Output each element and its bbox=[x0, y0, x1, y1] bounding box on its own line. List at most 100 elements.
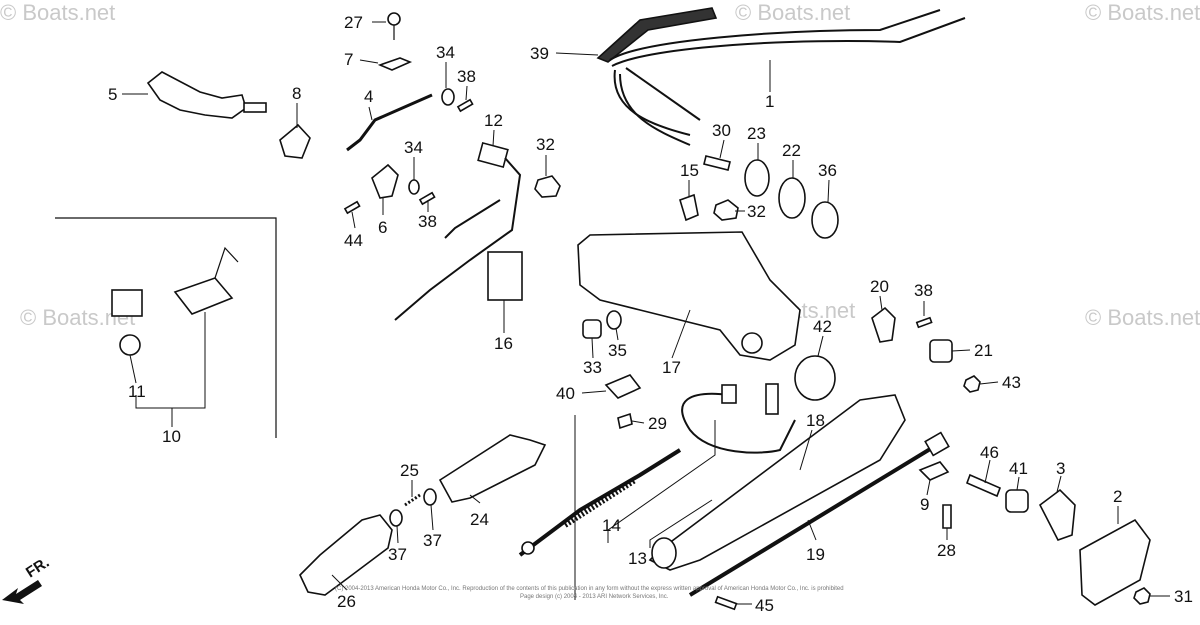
callout-23: 23 bbox=[747, 124, 766, 143]
callout-34: 34 bbox=[404, 138, 423, 157]
part-38-pin bbox=[915, 316, 933, 329]
part-3-lever-arm bbox=[1038, 488, 1076, 541]
part-29-screw bbox=[617, 412, 633, 430]
part-32-nut bbox=[534, 175, 561, 198]
callout-11: 11 bbox=[128, 382, 146, 401]
callout-2: 2 bbox=[1113, 487, 1122, 506]
part-23-gear bbox=[744, 159, 770, 197]
part-17-tiller-housing bbox=[577, 231, 801, 361]
part-6-arm bbox=[371, 163, 399, 199]
callout-13: 13 bbox=[628, 549, 647, 568]
watermark: © Boats.net bbox=[1085, 305, 1200, 330]
callout-29: 29 bbox=[648, 414, 667, 433]
part-34-washer bbox=[441, 88, 455, 106]
callout-31: 31 bbox=[1174, 587, 1193, 606]
callout-32: 32 bbox=[536, 135, 555, 154]
callout-9: 9 bbox=[920, 495, 929, 514]
part-14-spring bbox=[563, 477, 637, 528]
callout-36: 36 bbox=[818, 161, 837, 180]
callout-38: 38 bbox=[457, 67, 476, 86]
callout-39: 39 bbox=[530, 44, 549, 63]
part-39-cable-wrap bbox=[596, 7, 718, 63]
copyright-line-2: Page design (c) 2004 - 2013 ARI Network … bbox=[520, 594, 669, 600]
part-20-bracket bbox=[871, 306, 896, 343]
inset-frame bbox=[55, 217, 277, 438]
callout-25: 25 bbox=[400, 461, 419, 480]
part-9-plate bbox=[918, 461, 950, 481]
part-22-seal bbox=[778, 177, 806, 219]
part-37-washer bbox=[389, 509, 403, 527]
part-43-nut bbox=[963, 375, 981, 393]
forward-arrow-icon bbox=[2, 580, 42, 604]
part-32-nut bbox=[713, 199, 739, 221]
part-19-end bbox=[924, 431, 950, 457]
callout-8: 8 bbox=[292, 84, 301, 103]
part-14-throttle-cable bbox=[518, 448, 682, 557]
part-28-bolt bbox=[942, 504, 952, 529]
callout-32: 32 bbox=[747, 202, 766, 221]
watermark: © Boats.net bbox=[0, 0, 115, 25]
callout-7: 7 bbox=[344, 50, 353, 69]
part-40-clamp bbox=[604, 374, 642, 399]
part-34-washer bbox=[408, 179, 420, 195]
part-1-control-cables bbox=[609, 9, 966, 146]
part-31-nut bbox=[1133, 587, 1151, 605]
part-18-tiller-handle bbox=[648, 394, 906, 571]
callout-26: 26 bbox=[337, 592, 356, 611]
part-18-handle-end bbox=[651, 537, 677, 569]
part-5-throttle-arm bbox=[146, 71, 247, 119]
callout-21: 21 bbox=[974, 341, 993, 360]
part-27-bolt bbox=[387, 12, 401, 40]
watermark: © Boats.net bbox=[1085, 0, 1200, 25]
callout-42: 42 bbox=[813, 317, 832, 336]
part-16-relay bbox=[487, 251, 523, 301]
part-11-ignition-switch bbox=[111, 246, 239, 356]
part-25-spring bbox=[404, 493, 421, 507]
callout-4: 4 bbox=[364, 87, 373, 106]
callout-6: 6 bbox=[378, 218, 387, 237]
callout-37: 37 bbox=[423, 531, 442, 550]
part-37-washer bbox=[423, 488, 437, 506]
callout-10: 10 bbox=[162, 427, 181, 446]
callout-34: 34 bbox=[436, 43, 455, 62]
part-5-shaft bbox=[243, 102, 267, 113]
part-41-collar bbox=[1005, 489, 1029, 513]
callout-15: 15 bbox=[680, 161, 699, 180]
part-drawings bbox=[111, 7, 1151, 611]
part-33-bushing bbox=[582, 319, 602, 339]
part-30-bolt bbox=[703, 155, 731, 171]
part-13-end bbox=[521, 541, 535, 555]
part-42-grommet bbox=[794, 355, 836, 401]
callout-1: 1 bbox=[765, 92, 774, 111]
callout-14: 14 bbox=[602, 516, 621, 535]
callout-16: 16 bbox=[494, 334, 513, 353]
callout-18: 18 bbox=[806, 411, 825, 430]
callout-35: 35 bbox=[608, 341, 627, 360]
callout-41: 41 bbox=[1009, 459, 1028, 478]
callout-17: 17 bbox=[662, 358, 681, 377]
callout-22: 22 bbox=[782, 141, 801, 160]
callout-3: 3 bbox=[1056, 459, 1065, 478]
part-24-throttle-tube bbox=[438, 434, 547, 503]
part-8-clamp bbox=[279, 123, 311, 159]
callout-46: 46 bbox=[980, 443, 999, 462]
callout-24: 24 bbox=[470, 510, 489, 529]
callout-28: 28 bbox=[937, 541, 956, 560]
part-17-pivot-hole bbox=[741, 332, 763, 354]
watermark: © Boats.net bbox=[735, 0, 850, 25]
part-harness-connector bbox=[765, 383, 779, 415]
callout-37: 37 bbox=[388, 545, 407, 564]
part-35-washer bbox=[606, 310, 622, 330]
part-15-clip bbox=[679, 193, 699, 222]
part-12-stop-switch bbox=[394, 141, 522, 321]
direction-label: FR. bbox=[23, 554, 53, 581]
callout-30: 30 bbox=[712, 121, 731, 140]
copyright-line-1: (C) 2004-2013 American Honda Motor Co., … bbox=[335, 586, 844, 592]
part-19-throttle-shaft bbox=[688, 438, 947, 597]
callout-45: 45 bbox=[755, 596, 774, 615]
callout-38: 38 bbox=[914, 281, 933, 300]
part-4-throttle-rod bbox=[346, 93, 433, 152]
part-2-bracket bbox=[1079, 518, 1151, 606]
callout-numbers: 27 7 34 38 4 5 8 39 1 30 23 22 36 15 32 … bbox=[108, 13, 1193, 615]
